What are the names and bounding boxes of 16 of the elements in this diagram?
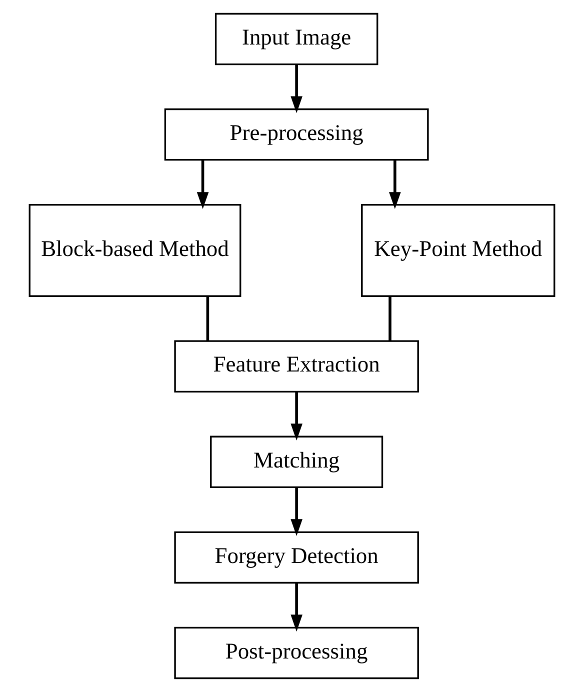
arrow bbox=[290, 392, 302, 440]
connector bbox=[206, 296, 209, 341]
connector bbox=[388, 296, 391, 341]
node-box: Matching bbox=[210, 436, 383, 488]
node-box: Post-processing bbox=[174, 626, 418, 680]
node-box: Block-based Method bbox=[28, 204, 241, 297]
arrow bbox=[290, 488, 302, 536]
node-box: Pre-processing bbox=[164, 108, 428, 161]
node-box: Forgery Detection bbox=[174, 531, 418, 584]
arrow bbox=[290, 64, 302, 114]
node-box: Feature Extraction bbox=[174, 340, 418, 392]
arrow bbox=[196, 160, 208, 209]
arrow bbox=[388, 160, 400, 209]
node-box: Key-Point Method bbox=[360, 204, 555, 297]
node-box: Input Image bbox=[214, 12, 378, 66]
arrow bbox=[290, 583, 302, 632]
